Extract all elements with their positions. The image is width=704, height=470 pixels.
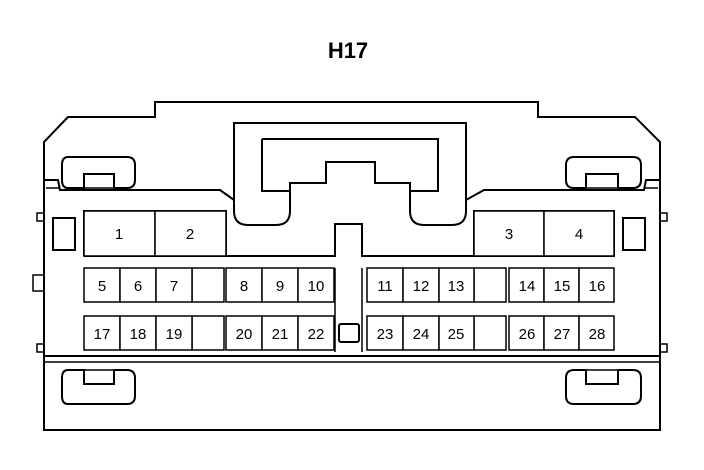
pin-cell: 17 [83,315,121,351]
pin-cell: 28 [578,315,615,351]
pin-cavities: 1 2 3 4 5 6 7 8 9 10 11 12 13 14 15 16 1… [83,210,615,351]
pin-label: 19 [166,326,183,343]
pin-cell: 26 [508,315,545,351]
pin-cell: 1 [83,210,156,257]
pin-label: 6 [134,278,142,295]
pin-cell: 15 [543,267,580,303]
connector-title: H17 [328,38,368,63]
shoulder-left [44,179,235,201]
locator-right [622,217,646,251]
side-nub-right-top [659,212,668,222]
pin-cell: 9 [261,267,299,303]
pin-label: 14 [519,278,536,295]
side-nub-left-bottom [36,343,45,353]
pin-label: 10 [308,278,325,295]
blank-cavity [191,315,225,351]
pin-label: 28 [589,326,606,343]
pin-cell: 12 [402,267,440,303]
pin-label: 13 [448,278,465,295]
pin-label: 25 [448,326,465,343]
center-key-slot [334,268,363,352]
pin-cell: 21 [261,315,299,351]
pin-label: 16 [589,278,606,295]
pin-cell: 23 [366,315,404,351]
side-nub-left-top [36,212,45,222]
pin-cell: 18 [119,315,157,351]
pin-cell: 20 [225,315,263,351]
locator-left [52,217,76,251]
side-nub-left-mid [32,274,45,292]
clip-top-left [61,156,136,189]
blank-cavity [191,267,225,303]
pin-label: 11 [377,278,393,295]
pin-label: 20 [236,326,253,343]
pin-label: 4 [575,226,583,243]
center-key [338,323,360,343]
pin-label: 17 [94,326,111,343]
pin-cell: 19 [155,315,193,351]
pin-label: 12 [413,278,430,295]
pin-cell: 27 [543,315,580,351]
pin-cell: 6 [119,267,157,303]
clip-top-right [565,156,642,189]
pin-label: 8 [240,278,248,295]
pin-label: 5 [98,278,106,295]
pin-cell: 2 [154,210,227,257]
shoulder-right [465,179,660,201]
clip-bottom-left [61,369,136,405]
pin-label: 15 [554,278,571,295]
pin-cell: 3 [473,210,545,257]
pin-label: 2 [186,226,194,243]
pin-label: 7 [170,278,178,295]
pin-cell: 16 [578,267,615,303]
connector-housing [43,101,661,431]
pin-label: 21 [272,326,289,343]
clip-bottom-right [565,369,642,405]
pin-cell: 5 [83,267,121,303]
pin-cell: 4 [543,210,615,257]
locking-latch [233,122,467,226]
pin-cell: 8 [225,267,263,303]
pin-label: 3 [505,226,513,243]
pin-cell: 10 [297,267,335,303]
pin-label: 22 [308,326,325,343]
pin-cell: 25 [438,315,475,351]
pin-label: 26 [519,326,536,343]
blank-cavity [473,315,507,351]
pin-label: 1 [115,226,123,243]
pin-cell: 11 [366,267,404,303]
pin-cell: 7 [155,267,193,303]
pin-cell: 14 [508,267,545,303]
pin-label: 24 [413,326,430,343]
pin-label: 18 [130,326,147,343]
side-nub-right-bottom [659,343,668,353]
pin-label: 23 [377,326,394,343]
pin-cell: 13 [438,267,475,303]
pin-label: 9 [276,278,284,295]
pin-label: 27 [554,326,571,343]
pin-cell: 24 [402,315,440,351]
blank-cavity [473,267,507,303]
latch-inner-outline [261,138,439,192]
pin-cell: 22 [297,315,335,351]
